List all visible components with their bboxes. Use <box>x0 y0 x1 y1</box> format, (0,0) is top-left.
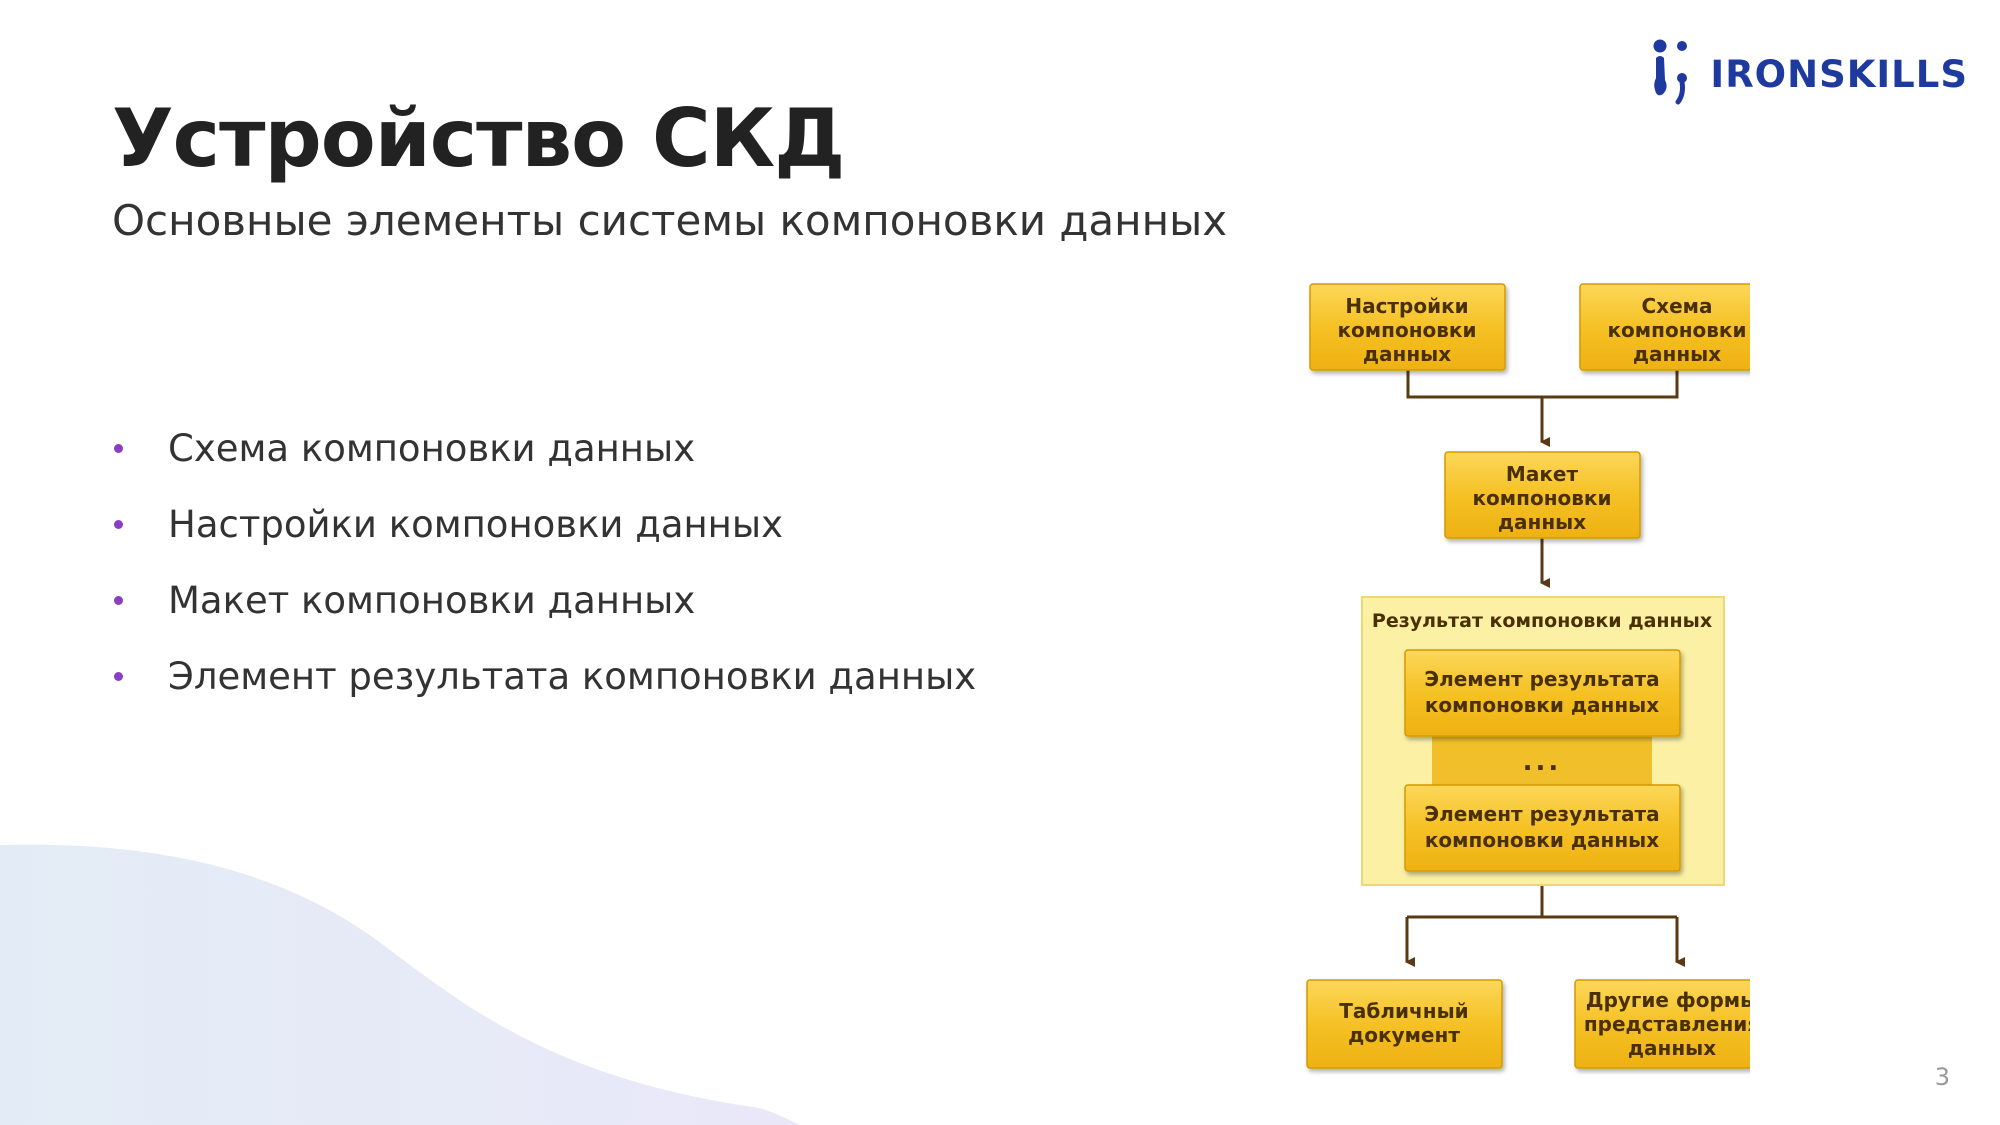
box-schema: Схема компоновки данных <box>1579 283 1750 371</box>
box-other-forms: Другие формы представления данных <box>1574 979 1750 1069</box>
page-subtitle: Основные элементы системы компоновки дан… <box>112 196 1228 245</box>
page-title: Устройство СКД <box>112 92 845 185</box>
box-settings-line3: данных <box>1363 342 1451 366</box>
page-number: 3 <box>1934 1063 1950 1091</box>
bullet-text: Макет компоновки данных <box>168 578 696 622</box>
ironskills-logo-icon <box>1653 39 1688 105</box>
bullet-item: Элемент результата компоновки данных <box>112 638 976 714</box>
box-other-forms-line1: Другие формы <box>1586 988 1750 1012</box>
box-other-forms-line2: представления <box>1584 1012 1750 1036</box>
logo: IRONSKILLS <box>1652 38 1968 110</box>
result-item-line2: компоновки данных <box>1425 693 1659 717</box>
bullet-text: Элемент результата компоновки данных <box>168 654 977 698</box>
box-settings-line2: компоновки <box>1337 318 1476 342</box>
box-table-doc-line2: документ <box>1348 1023 1460 1047</box>
bullet-text: Схема компоновки данных <box>168 426 696 470</box>
logo-text: IRONSKILLS <box>1710 52 1968 96</box>
result-item: Элемент результата компоновки данных <box>1404 784 1681 872</box>
result-group: Результат компоновки данных ... Элемент … <box>1361 596 1725 886</box>
box-schema-line3: данных <box>1633 342 1721 366</box>
box-layout-line2: компоновки <box>1472 486 1611 510</box>
box-settings-line1: Настройки <box>1345 294 1468 318</box>
result-ellipsis: ... <box>1523 747 1562 777</box>
result-item-line1: Элемент результата <box>1424 802 1659 826</box>
bullet-dot-icon <box>114 519 123 529</box>
box-settings: Настройки компоновки данных <box>1309 283 1506 371</box>
box-table-doc: Табличный документ <box>1306 979 1503 1069</box>
result-item: Элемент результата компоновки данных <box>1404 649 1681 737</box>
box-table-doc-line1: Табличный <box>1339 999 1468 1023</box>
bullet-text: Настройки компоновки данных <box>168 502 783 546</box>
bullet-item: Схема компоновки данных <box>112 410 976 486</box>
diagram-connectors <box>1405 368 1685 967</box>
bullet-dot-icon <box>114 443 123 453</box>
bullet-dot-icon <box>114 595 123 605</box>
result-item-line1: Элемент результата <box>1424 667 1659 691</box>
box-schema-line1: Схема <box>1642 294 1713 318</box>
box-other-forms-line3: данных <box>1628 1036 1716 1060</box>
result-group-label: Результат компоновки данных <box>1372 610 1712 632</box>
bullet-item: Макет компоновки данных <box>112 562 976 638</box>
skd-diagram: Настройки компоновки данных Схема компон… <box>1306 283 1750 1069</box>
bullet-item: Настройки компоновки данных <box>112 486 976 562</box>
box-layout-line3: данных <box>1498 510 1586 534</box>
bullet-list: Схема компоновки данных Настройки компон… <box>112 410 976 714</box>
box-layout-line1: Макет <box>1506 462 1579 486</box>
box-schema-line2: компоновки <box>1607 318 1746 342</box>
box-layout: Макет компоновки данных <box>1444 451 1641 539</box>
bullet-dot-icon <box>114 671 123 681</box>
result-item-line2: компоновки данных <box>1425 828 1659 852</box>
